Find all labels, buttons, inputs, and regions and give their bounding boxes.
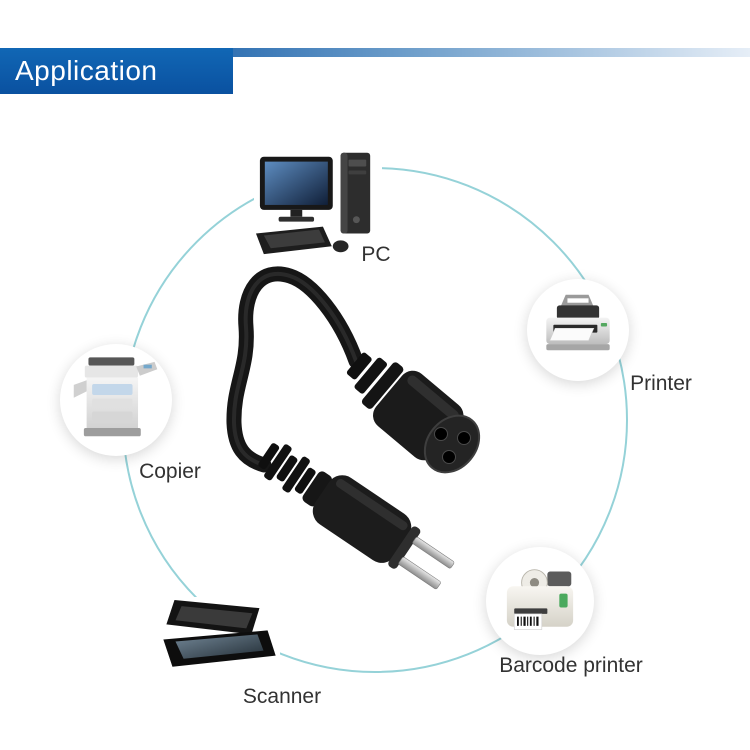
banner: Application bbox=[0, 48, 233, 94]
page-title: Application bbox=[15, 55, 158, 86]
device-label-printer: Printer bbox=[630, 372, 692, 395]
banner-stripe bbox=[0, 48, 750, 57]
copier-icon bbox=[73, 356, 158, 436]
device-label-scanner: Scanner bbox=[242, 685, 322, 708]
power-cord-photo bbox=[140, 235, 540, 615]
us-2pin-plug-to-c5-power-cord-icon bbox=[226, 266, 481, 590]
desktop-pc-icon bbox=[255, 152, 371, 255]
device-printer-photo bbox=[527, 279, 629, 381]
device-label-barcode-printer: Barcode printer bbox=[499, 654, 643, 677]
flatbed-scanner-icon bbox=[163, 600, 276, 667]
device-pc-photo bbox=[254, 146, 382, 256]
device-label-copier: Copier bbox=[139, 460, 201, 483]
device-copier-photo bbox=[60, 344, 172, 456]
device-label-pc: PC bbox=[361, 243, 391, 266]
barcode-printer-icon bbox=[506, 569, 574, 630]
device-barcode-printer-photo bbox=[486, 547, 594, 655]
device-scanner-photo bbox=[158, 597, 280, 683]
laser-printer-icon bbox=[546, 294, 610, 351]
